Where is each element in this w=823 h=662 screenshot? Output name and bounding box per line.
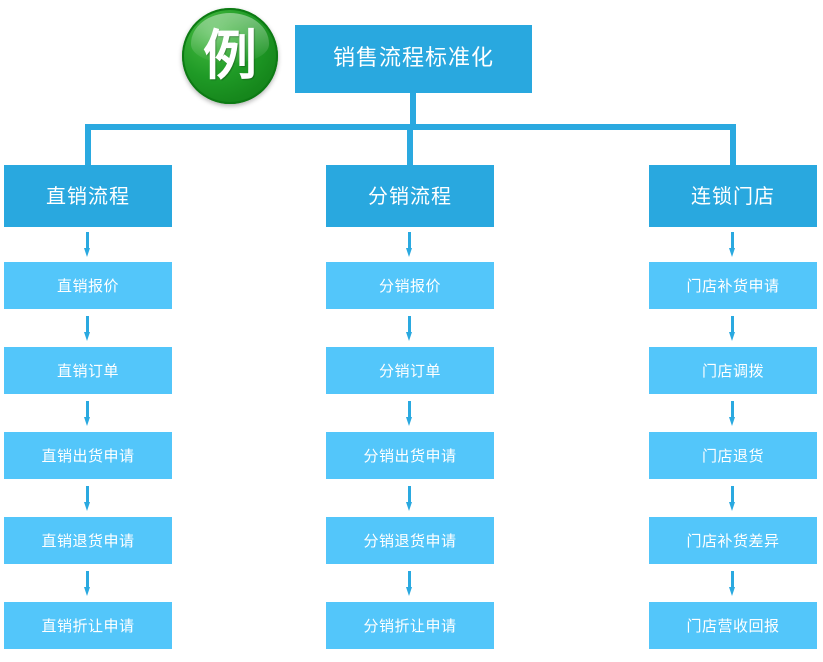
connector-root-stem — [410, 93, 416, 127]
node-col3-step1[interactable]: 门店补货申请 — [649, 262, 817, 309]
arrow-col1-3 — [84, 486, 91, 511]
node-col2-step1[interactable]: 分销报价 — [326, 262, 494, 309]
node-col2-step3[interactable]: 分销出货申请 — [326, 432, 494, 479]
node-col1-step1[interactable]: 直销报价 — [4, 262, 172, 309]
arrow-col3-0 — [729, 232, 736, 257]
node-col2-step4[interactable]: 分销退货申请 — [326, 517, 494, 564]
column-header-3[interactable]: 连锁门店 — [649, 165, 817, 227]
arrow-col1-2 — [84, 401, 91, 426]
connector-drop-col3 — [730, 124, 736, 166]
example-badge-icon: 例 — [182, 8, 278, 104]
node-col1-step5[interactable]: 直销折让申请 — [4, 602, 172, 649]
arrow-col2-1 — [406, 316, 413, 341]
root-node-title[interactable]: 销售流程标准化 — [295, 25, 532, 93]
node-col1-step2[interactable]: 直销订单 — [4, 347, 172, 394]
arrow-col1-0 — [84, 232, 91, 257]
node-col1-step3[interactable]: 直销出货申请 — [4, 432, 172, 479]
arrow-col2-4 — [406, 571, 413, 596]
node-col2-step2[interactable]: 分销订单 — [326, 347, 494, 394]
arrow-col2-3 — [406, 486, 413, 511]
node-col3-step3[interactable]: 门店退货 — [649, 432, 817, 479]
node-col2-step5[interactable]: 分销折让申请 — [326, 602, 494, 649]
arrow-col1-4 — [84, 571, 91, 596]
connector-drop-col2 — [407, 124, 413, 166]
node-col3-step2[interactable]: 门店调拨 — [649, 347, 817, 394]
arrow-col3-2 — [729, 401, 736, 426]
connector-drop-col1 — [85, 124, 91, 166]
node-col3-step4[interactable]: 门店补货差异 — [649, 517, 817, 564]
arrow-col1-1 — [84, 316, 91, 341]
arrow-col2-0 — [406, 232, 413, 257]
node-col3-step5[interactable]: 门店营收回报 — [649, 602, 817, 649]
arrow-col3-3 — [729, 486, 736, 511]
arrow-col3-1 — [729, 316, 736, 341]
column-header-1[interactable]: 直销流程 — [4, 165, 172, 227]
example-badge-label: 例 — [203, 24, 257, 87]
column-header-2[interactable]: 分销流程 — [326, 165, 494, 227]
arrow-col2-2 — [406, 401, 413, 426]
arrow-col3-4 — [729, 571, 736, 596]
node-col1-step4[interactable]: 直销退货申请 — [4, 517, 172, 564]
